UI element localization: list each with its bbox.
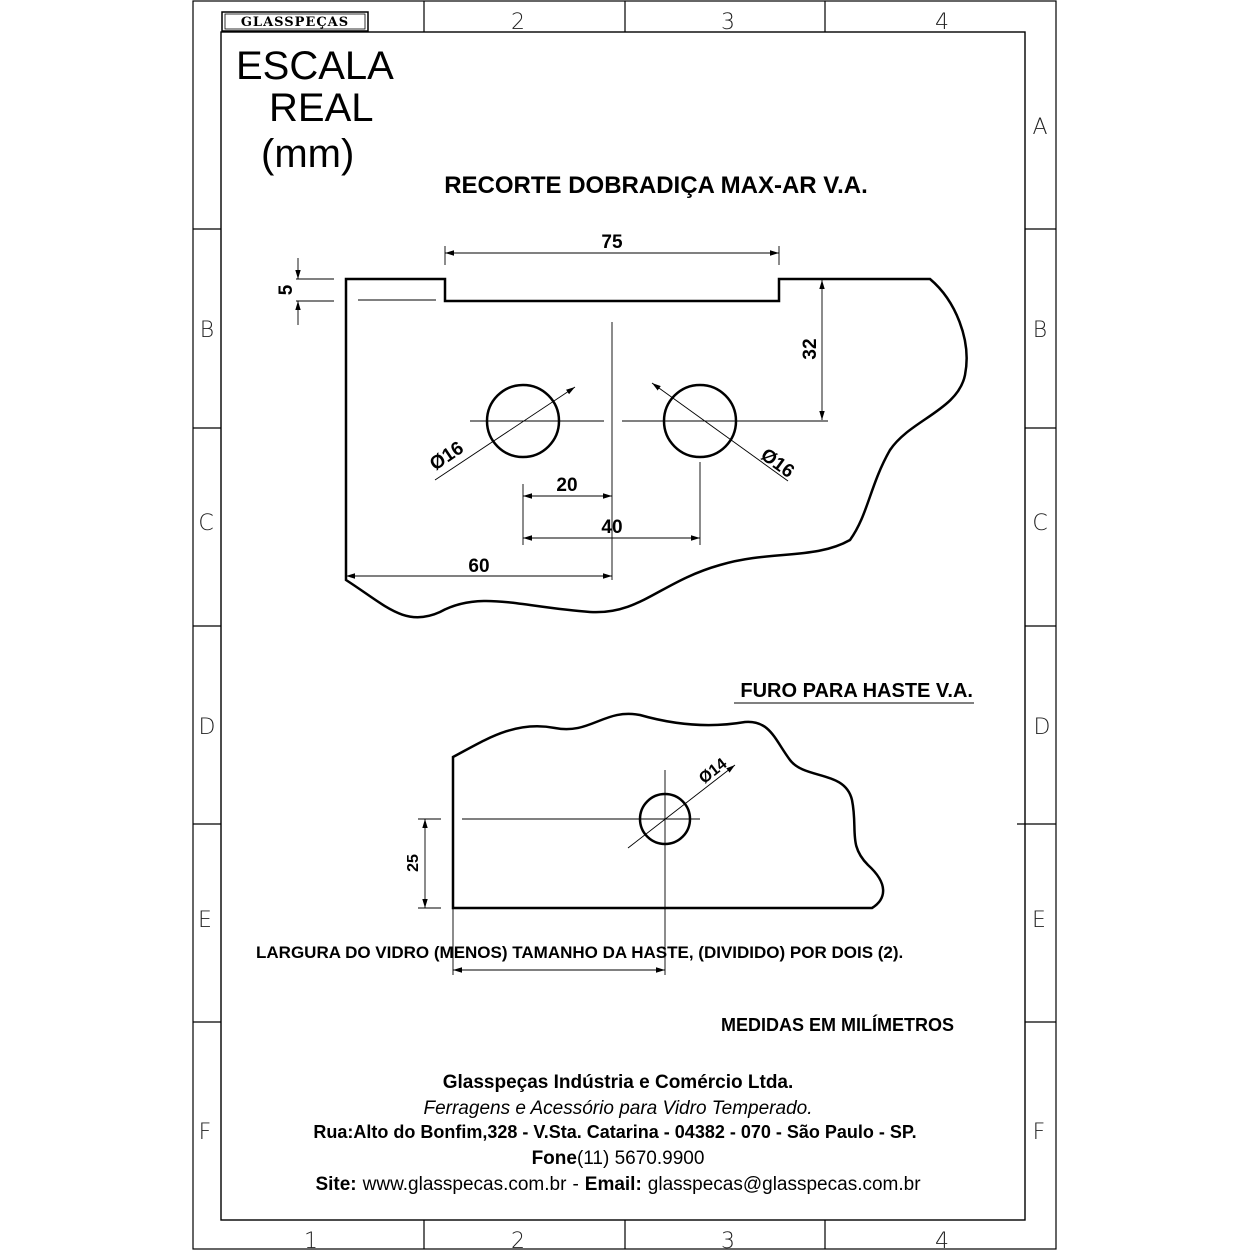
scale-line-2: REAL — [269, 86, 374, 130]
label-20: 20 — [556, 475, 577, 496]
label-75: 75 — [601, 232, 623, 253]
hinge-title: RECORTE DOBRADIÇA MAX-AR V.A. — [444, 172, 868, 199]
zone-row-e-right: E — [1032, 908, 1046, 933]
zone-col-2-bottom: 2 — [511, 1229, 525, 1250]
hinge-glass-outline — [344, 277, 968, 619]
zone-col-4-top: 4 — [935, 10, 949, 35]
label-left-diameter: Ø16 — [426, 438, 468, 475]
zone-col-3-top: 3 — [721, 10, 735, 35]
rod-title: FURO PARA HASTE V.A. — [740, 680, 973, 702]
label-32: 32 — [800, 338, 821, 359]
zone-col-1-bottom: 1 — [304, 1229, 318, 1250]
zone-col-3-bottom: 3 — [721, 1229, 735, 1250]
zone-row-c-right: C — [1032, 511, 1047, 536]
label-60: 60 — [468, 556, 489, 577]
footer-email-link[interactable]: glasspecas@glasspecas.com.br — [648, 1174, 921, 1195]
logo-text: GLASSPEÇAS — [241, 15, 349, 30]
footer-contact-line: Site: www.glasspecas.com.br-Email: glasspe… — [315, 1174, 921, 1195]
units-note: MEDIDAS EM MILÍMETROS — [721, 1014, 954, 1035]
footer-site-label: Site: — [315, 1174, 356, 1195]
hinge-center-lines — [296, 278, 828, 580]
zone-col-4-bottom: 4 — [935, 1229, 949, 1250]
zone-row-f-left: F — [199, 1120, 212, 1145]
footer-email-label: Email: — [585, 1174, 642, 1195]
zone-row-d-left: D — [199, 715, 216, 740]
footer-separator: - — [572, 1174, 578, 1195]
zone-row-b-left: B — [200, 318, 214, 343]
footer-site-link[interactable]: www.glasspecas.com.br — [362, 1174, 567, 1195]
zone-row-e-left: E — [198, 908, 212, 933]
rod-center-lines — [418, 770, 700, 975]
footer-phone: (11) 5670.9900 — [577, 1148, 704, 1169]
leader-left-diameter — [434, 386, 576, 481]
footer-phone-label: Fone — [532, 1148, 577, 1169]
footer-phone-line: Fone(11) 5670.9900 — [532, 1148, 705, 1169]
column-ticks — [423, 1, 826, 1249]
zone-row-a-right: A — [1032, 115, 1047, 140]
label-rod-diameter: Ø14 — [696, 755, 730, 787]
zone-row-f-right: F — [1033, 1120, 1046, 1145]
label-5: 5 — [276, 284, 297, 295]
zone-row-b-right: B — [1033, 318, 1047, 343]
label-25: 25 — [405, 854, 422, 872]
scale-line-3: (mm) — [261, 132, 354, 176]
rod-glass-outline — [451, 712, 885, 910]
label-right-diameter: Ø16 — [757, 444, 798, 482]
footer-address: Rua:Alto do Bonfim,328 - V.Sta. Catarina… — [313, 1122, 916, 1142]
scale-line-1: ESCALA — [236, 44, 394, 88]
rod-formula-note: LARGURA DO VIDRO (MENOS) TAMANHO DA HAST… — [256, 943, 903, 962]
row-ticks — [193, 228, 1056, 1023]
leader-rod-diameter — [627, 764, 736, 849]
zone-row-d-right: D — [1034, 715, 1051, 740]
zone-col-2-top: 2 — [511, 10, 525, 35]
label-40: 40 — [601, 517, 622, 538]
inner-frame — [220, 31, 1026, 1221]
leader-right-diameter — [651, 382, 789, 482]
zone-row-c-left: C — [198, 511, 213, 536]
glasspecas-logo: GLASSPEÇAS — [221, 11, 369, 32]
footer-tagline: Ferragens e Acessório para Vidro Tempera… — [423, 1098, 812, 1119]
footer-company: Glasspeças Indústria e Comércio Ltda. — [443, 1072, 794, 1093]
